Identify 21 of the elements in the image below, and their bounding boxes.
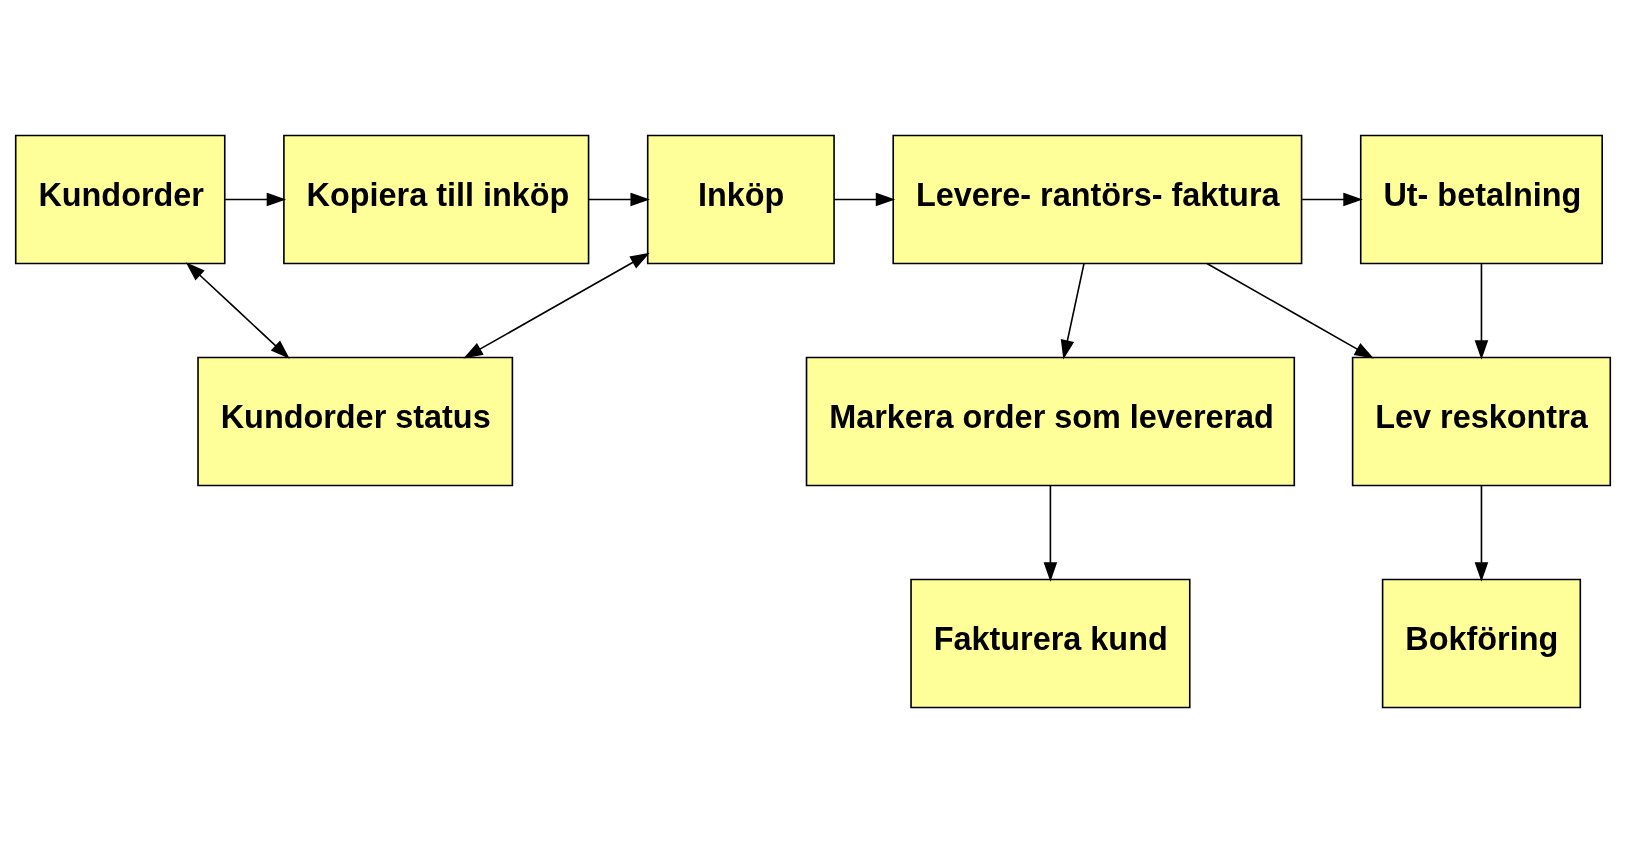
- arrow: [1060, 262, 1085, 360]
- node-box: Ut- betalning: [1359, 134, 1603, 264]
- node-box: Kundorder status: [197, 356, 514, 486]
- arrow: [1206, 262, 1374, 359]
- node-box: Fakturera kund: [910, 578, 1191, 708]
- arrow: [1043, 484, 1058, 582]
- arrow: [1301, 192, 1363, 206]
- node-box: Kopiera till inköp: [283, 134, 590, 264]
- node-box: Markera order som levererad: [805, 356, 1296, 486]
- arrow: [587, 192, 650, 206]
- node-box: Inköp: [646, 134, 835, 264]
- node-box: Bokföring: [1381, 578, 1582, 708]
- arrow: [1474, 262, 1489, 360]
- arrow: [185, 261, 290, 359]
- arrow: [224, 192, 287, 206]
- arrow: [1474, 484, 1489, 582]
- node-box: Kundorder: [14, 134, 226, 264]
- arrow: [463, 252, 650, 358]
- node-box: Levere- rantörs- faktura: [892, 134, 1303, 264]
- node-box: Lev reskontra: [1351, 356, 1612, 486]
- arrow: [833, 192, 896, 206]
